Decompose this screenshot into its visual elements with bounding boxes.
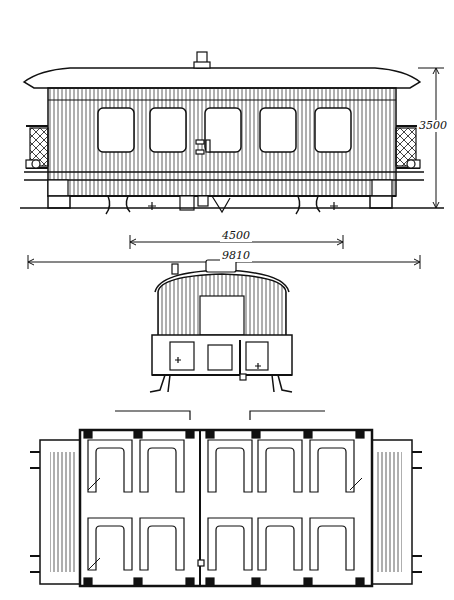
seat-outline — [140, 440, 184, 492]
dimension-lines — [28, 68, 444, 269]
post — [356, 578, 364, 586]
seat-outline — [208, 440, 252, 492]
seat-outline — [310, 518, 354, 570]
seat-outline — [88, 518, 132, 570]
post — [134, 578, 142, 586]
end-view — [150, 260, 292, 392]
dimension-label: 3500 — [417, 120, 449, 132]
seat-outline — [258, 440, 302, 492]
post — [134, 430, 142, 438]
post — [186, 578, 194, 586]
post — [206, 430, 214, 438]
seat-outline — [310, 440, 354, 492]
post — [252, 430, 260, 438]
plan-view — [30, 430, 422, 586]
seat-outline — [140, 518, 184, 570]
side-view — [20, 52, 444, 214]
seat-outline — [88, 440, 132, 492]
post — [84, 430, 92, 438]
post — [84, 578, 92, 586]
seat-outline — [258, 518, 302, 570]
dimension-label: 4500 — [220, 230, 252, 242]
post — [304, 430, 312, 438]
post — [356, 430, 364, 438]
post — [304, 578, 312, 586]
seat-outline — [208, 518, 252, 570]
post — [186, 430, 194, 438]
dimension-label: 9810 — [220, 250, 252, 262]
post — [206, 578, 214, 586]
post — [252, 578, 260, 586]
section-marks — [115, 411, 325, 420]
